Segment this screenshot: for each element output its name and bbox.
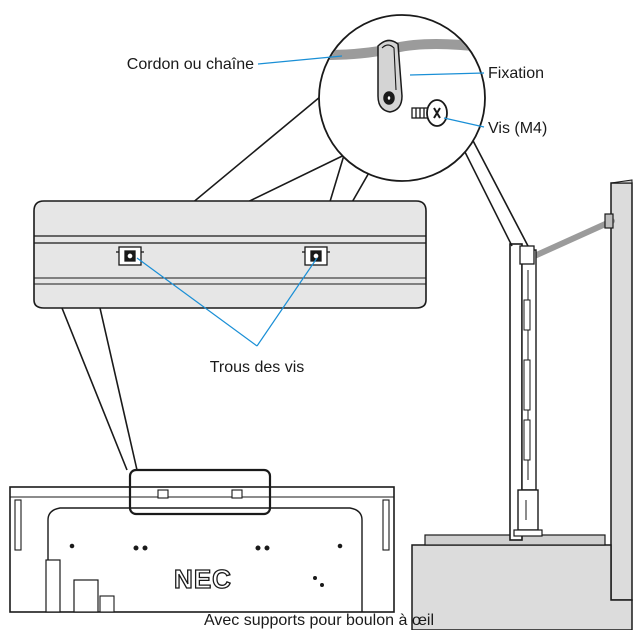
screw-hole-left: [116, 246, 144, 266]
enlarged-panel: [33, 200, 427, 309]
caption: Avec supports pour boulon à œil: [204, 612, 434, 629]
floor: [411, 544, 633, 630]
screw-hole-right: [302, 246, 330, 266]
screw-icon: [411, 99, 448, 127]
wall-eye-bolt: [604, 213, 614, 229]
leader-hole-right: [256, 257, 318, 347]
label-screw-holes: Trous des vis: [210, 359, 305, 376]
highlight-box: [128, 468, 272, 516]
wall-and-floor: [411, 179, 633, 630]
monitor-side-bracket: [519, 245, 535, 265]
enlarged-panel-body: [33, 200, 427, 309]
leader-fixation: [409, 72, 485, 76]
wall: [610, 182, 633, 601]
leader-lines: [136, 55, 485, 347]
leader-hole-left: [136, 257, 258, 347]
leader-screw: [443, 117, 485, 128]
safety-cord-side: [527, 218, 615, 261]
monitor-stand: [517, 489, 539, 531]
detail-circle: [318, 14, 486, 182]
zoom-lines-lower: [61, 307, 138, 471]
wall-face-top: [610, 179, 633, 184]
fixation-bracket-icon: [377, 39, 403, 113]
label-screw: Vis (M4): [488, 120, 547, 137]
leader-cord: [257, 55, 343, 65]
brand-logo: NEC: [174, 564, 232, 594]
monitor-back-view: [9, 486, 395, 613]
monitor-side-view: [509, 243, 543, 541]
label-cord: Cordon ou chaîne: [127, 56, 254, 73]
label-fixation: Fixation: [488, 65, 544, 82]
